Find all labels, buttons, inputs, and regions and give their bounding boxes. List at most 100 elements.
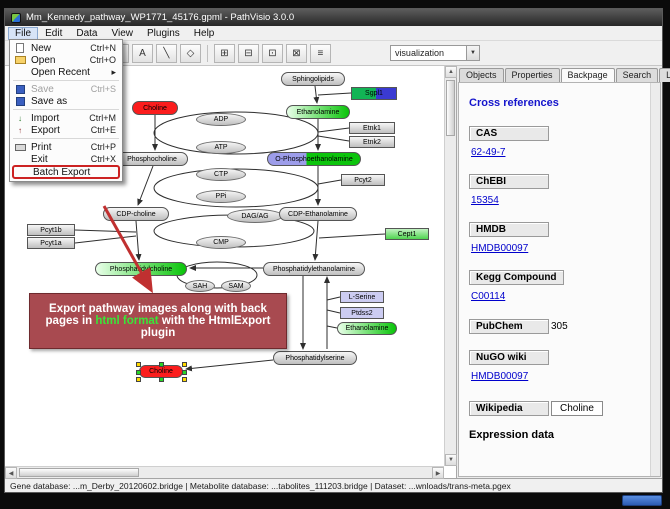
xref-header: Wikipedia: [469, 401, 549, 416]
selection-handle[interactable]: [182, 369, 187, 375]
pathway-node-phosphatidylserine[interactable]: Phosphatidylserine: [273, 351, 357, 365]
xref-value[interactable]: HMDB00097: [471, 371, 529, 382]
scroll-down-icon[interactable]: ▼: [445, 454, 457, 466]
pathway-node-phosphatidylcholine[interactable]: Phosphatidylcholine: [95, 262, 187, 276]
toolbar-buttons: ▭A╲◇⊞⊟⊡⊠≡: [107, 43, 331, 63]
menu-view[interactable]: View: [111, 27, 133, 39]
xref-header: PubChem: [469, 319, 549, 334]
chevron-down-icon[interactable]: ▼: [465, 46, 479, 60]
pathway-node-choline[interactable]: Choline: [136, 362, 187, 382]
pathway-node-ethanolamine[interactable]: Ethanolamine: [337, 322, 397, 335]
pathway-node-sgpl1[interactable]: Sgpl1: [351, 87, 397, 100]
xref-value[interactable]: 62-49-7: [471, 147, 506, 158]
menu-item-batch-export[interactable]: Batch Export: [12, 165, 120, 179]
menu-item-save-as[interactable]: Save as: [10, 95, 122, 107]
tab-search[interactable]: Search: [615, 68, 659, 82]
pathway-node-cdp-choline[interactable]: CDP-choline: [103, 207, 169, 221]
pathway-node-sam[interactable]: SAM: [221, 280, 251, 292]
pathway-node-ppi[interactable]: PPi: [196, 190, 246, 203]
menu-data[interactable]: Data: [76, 27, 98, 39]
menu-help[interactable]: Help: [193, 27, 215, 39]
selection-handle[interactable]: [182, 362, 187, 367]
canvas-horizontal-scrollbar[interactable]: ◀ ▶: [5, 466, 444, 479]
pathway-edge: [317, 179, 342, 185]
xref-value[interactable]: C00114: [471, 291, 506, 302]
pathway-node-cept1[interactable]: Cept1: [385, 228, 429, 240]
pathway-node-sphingolipids[interactable]: Sphingolipids: [281, 72, 345, 86]
label-tool[interactable]: A: [131, 43, 153, 63]
panel-vertical-scrollbar[interactable]: [650, 83, 660, 476]
pathway-edge: [326, 325, 338, 329]
scroll-up-icon[interactable]: ▲: [445, 66, 457, 78]
pathway-node-o-phosphoethanolamine[interactable]: O-Phosphoethanolamine: [267, 152, 361, 166]
selection-handle[interactable]: [159, 362, 164, 367]
pathway-node-adp[interactable]: ADP: [196, 113, 246, 126]
xref-value[interactable]: HMDB00097: [471, 243, 529, 254]
selection-handle[interactable]: [136, 377, 141, 382]
tab-properties[interactable]: Properties: [504, 68, 560, 82]
pathway-edge: [313, 85, 320, 104]
pathway-node-l-serine[interactable]: L-Serine: [340, 291, 384, 303]
pathway-node-pcyt2[interactable]: Pcyt2: [341, 174, 385, 186]
stack-button[interactable]: ≡: [309, 43, 331, 63]
pathway-edge: [137, 165, 154, 206]
vertical-scroll-thumb[interactable]: [446, 80, 455, 136]
selection-handle[interactable]: [136, 369, 141, 375]
menu-file[interactable]: File: [8, 26, 39, 40]
common-height-button[interactable]: ⊠: [285, 43, 307, 63]
line-tool[interactable]: ╲: [155, 43, 177, 63]
menu-item-shortcut: Ctrl+S: [90, 84, 116, 94]
pathway-node-phosphatidylethanolamine[interactable]: Phosphatidylethanolamine: [263, 262, 365, 276]
pathway-node-choline[interactable]: Choline: [132, 101, 178, 115]
align-horizontal-button[interactable]: ⊞: [213, 43, 235, 63]
selection-handle[interactable]: [136, 362, 141, 367]
pathway-node-phosphocholine[interactable]: Phosphocholine: [116, 152, 188, 166]
pathway-node-cmp[interactable]: CMP: [196, 236, 246, 249]
align-vertical-button[interactable]: ⊟: [237, 43, 259, 63]
visualization-combobox[interactable]: visualization ▼: [389, 45, 480, 61]
open-folder-icon: [14, 56, 26, 64]
xref-value[interactable]: 15354: [471, 195, 499, 206]
pathway-node-pcyt1b[interactable]: Pcyt1b: [27, 224, 75, 236]
scroll-left-icon[interactable]: ◀: [5, 467, 17, 479]
menu-plugins[interactable]: Plugins: [146, 27, 180, 39]
pathway-node-cdp-ethanolamine[interactable]: CDP-Ethanolamine: [279, 207, 357, 221]
menu-item-label: Open Recent: [31, 66, 90, 78]
pathway-node-etnk2[interactable]: Etnk2: [349, 136, 395, 148]
common-width-button[interactable]: ⊡: [261, 43, 283, 63]
pathway-node-ptdss2[interactable]: Ptdss2: [340, 307, 384, 319]
pathway-node-dag-ag[interactable]: DAG/AG: [227, 209, 283, 223]
tab-objects[interactable]: Objects: [459, 68, 504, 82]
pathway-node-ethanolamine[interactable]: Ethanolamine: [286, 105, 350, 119]
menu-item-save[interactable]: Save Ctrl+S: [10, 83, 122, 95]
selection-handle[interactable]: [182, 377, 187, 382]
pathway-node-ctp[interactable]: CTP: [196, 168, 246, 181]
pathway-node-sah[interactable]: SAH: [185, 280, 215, 292]
selection-handle[interactable]: [159, 377, 164, 382]
pathway-node-etnk1[interactable]: Etnk1: [349, 122, 395, 134]
pathway-edge: [318, 233, 386, 239]
horizontal-scroll-thumb[interactable]: [19, 468, 139, 477]
title-bar[interactable]: Mm_Kennedy_pathway_WP1771_45176.gpml - P…: [5, 9, 662, 26]
shape-tool[interactable]: ◇: [179, 43, 201, 63]
canvas-vertical-scrollbar[interactable]: ▲ ▼: [444, 66, 457, 466]
pathway-edge: [185, 359, 274, 372]
menu-edit[interactable]: Edit: [45, 27, 63, 39]
pathway-node-pcyt1a[interactable]: Pcyt1a: [27, 237, 75, 249]
menu-item-label: Save: [31, 83, 54, 95]
tab-backpage[interactable]: Backpage: [560, 68, 615, 82]
menu-item-shortcut: Ctrl+X: [90, 154, 116, 164]
scroll-right-icon[interactable]: ▶: [432, 467, 444, 479]
new-document-icon: [16, 43, 24, 53]
menu-item-open-recent[interactable]: Open Recent▸: [10, 66, 122, 78]
pathway-node-atp[interactable]: ATP: [196, 141, 246, 154]
menu-item-shortcut: Ctrl+M: [89, 113, 116, 123]
tab-legend[interactable]: Legend: [659, 68, 670, 82]
